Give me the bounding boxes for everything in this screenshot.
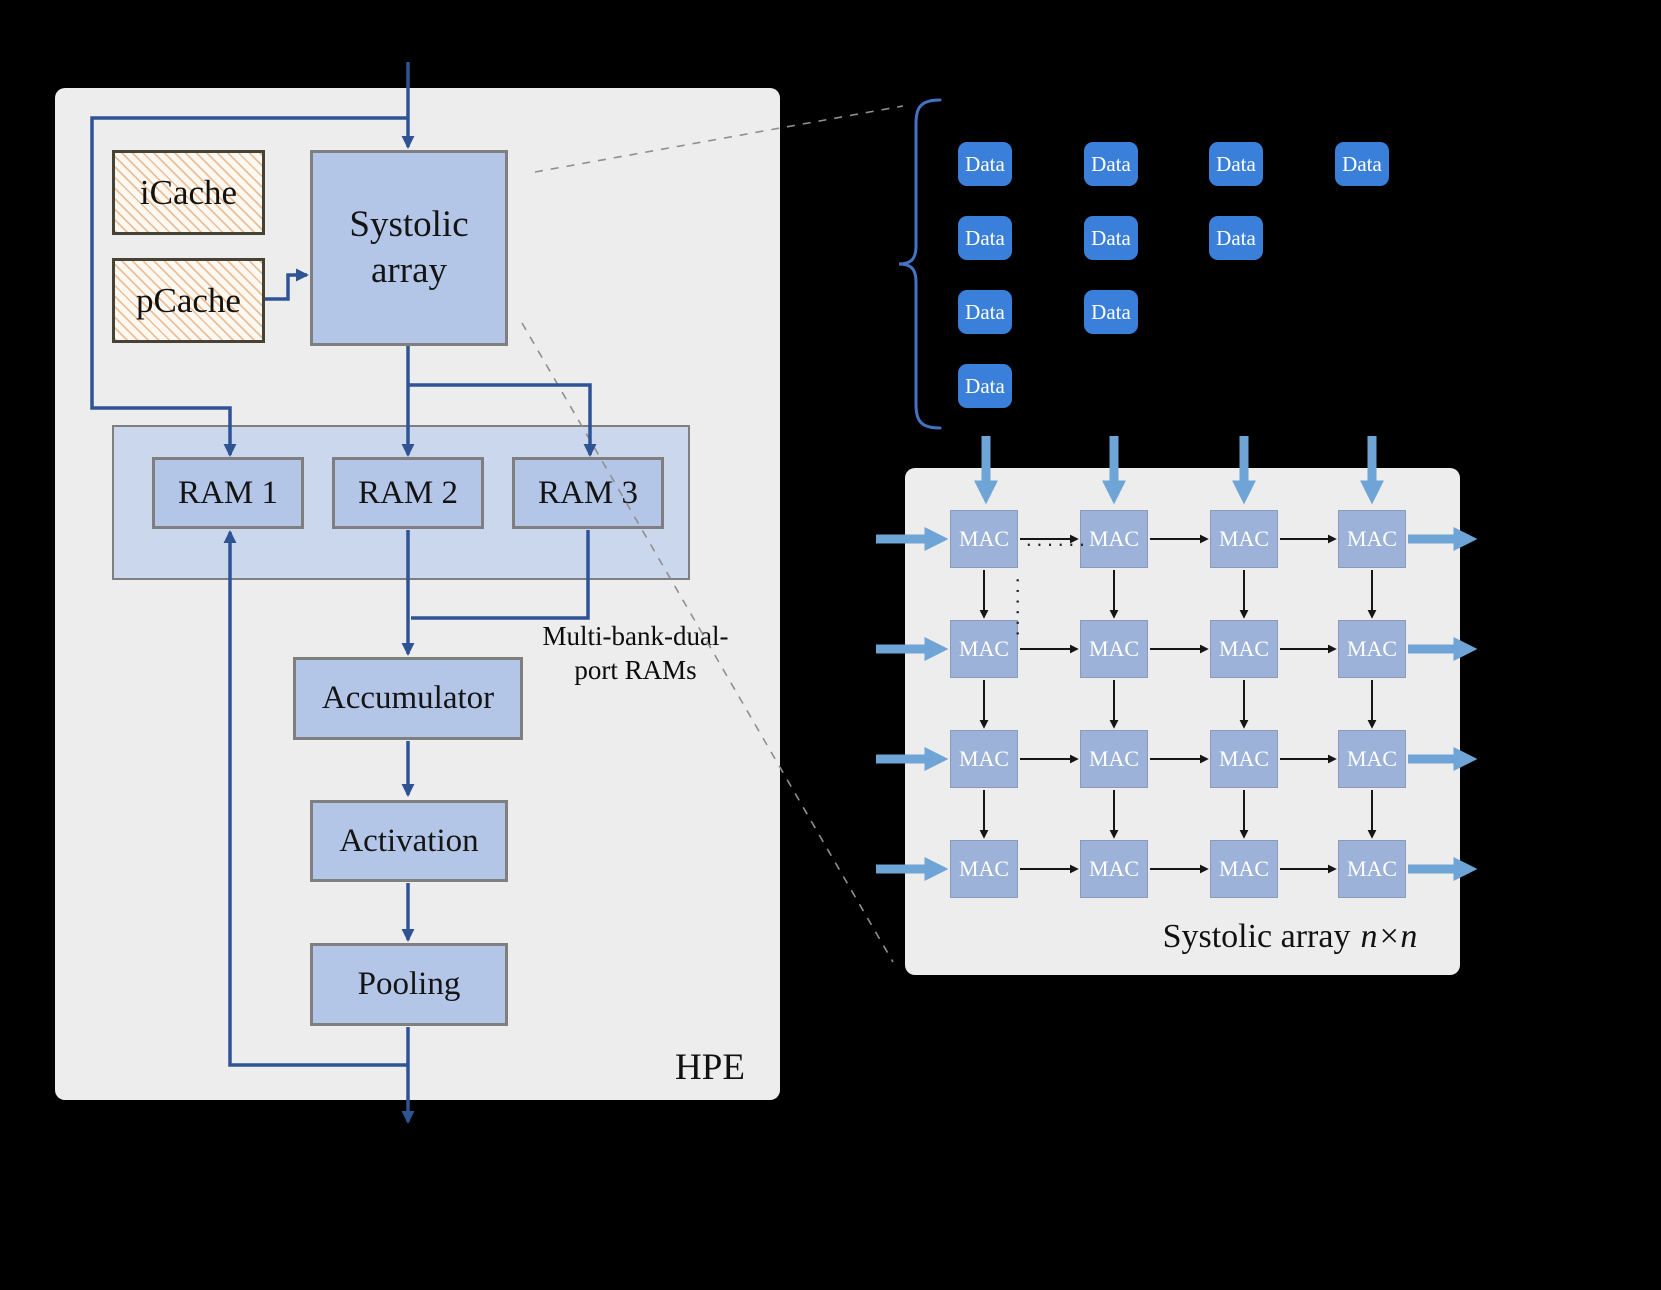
mac-unit: MAC bbox=[1210, 840, 1278, 898]
multibank-ram-note: Multi-bank-dual- port RAMs bbox=[542, 621, 729, 685]
accumulator-block: Accumulator bbox=[293, 657, 523, 740]
data-chip: Data bbox=[958, 216, 1012, 260]
mac-unit: MAC bbox=[1338, 730, 1406, 788]
mac-unit: MAC bbox=[950, 510, 1018, 568]
caption-math-nxn: n×n bbox=[1360, 918, 1418, 955]
data-chip: Data bbox=[1084, 290, 1138, 334]
data-stream-brace bbox=[898, 98, 942, 430]
mac-unit: MAC bbox=[1210, 730, 1278, 788]
mac-unit: MAC bbox=[1080, 730, 1148, 788]
data-chip: Data bbox=[958, 290, 1012, 334]
icache-block: iCache bbox=[112, 150, 265, 235]
mac-unit: MAC bbox=[1210, 620, 1278, 678]
data-chip: Data bbox=[1335, 142, 1389, 186]
data-chip: Data bbox=[1209, 216, 1263, 260]
mac-unit: MAC bbox=[1338, 620, 1406, 678]
ram3-block: RAM 3 bbox=[512, 457, 664, 529]
pcache-block: pCache bbox=[112, 258, 265, 343]
mac-unit: MAC bbox=[1338, 840, 1406, 898]
data-chip: Data bbox=[1084, 142, 1138, 186]
mac-unit: MAC bbox=[950, 840, 1018, 898]
mac-unit: MAC bbox=[1210, 510, 1278, 568]
data-chip: Data bbox=[1084, 216, 1138, 260]
continuation-dots-vertical: ...... bbox=[1012, 575, 1032, 640]
data-chip: Data bbox=[958, 142, 1012, 186]
mac-unit: MAC bbox=[1080, 840, 1148, 898]
caption-text: Systolic array bbox=[1162, 918, 1351, 955]
systolic-array-block: Systolic array bbox=[310, 150, 508, 346]
data-chip: Data bbox=[1209, 142, 1263, 186]
data-chip: Data bbox=[958, 364, 1012, 408]
ram2-block: RAM 2 bbox=[332, 457, 484, 529]
mac-unit: MAC bbox=[950, 730, 1018, 788]
continuation-dots-horizontal: ...... bbox=[1024, 531, 1088, 550]
mac-unit: MAC bbox=[1080, 510, 1148, 568]
ram1-block: RAM 1 bbox=[152, 457, 304, 529]
activation-block: Activation bbox=[310, 800, 508, 882]
mac-unit: MAC bbox=[1080, 620, 1148, 678]
hpe-panel-label: HPE bbox=[675, 1047, 745, 1088]
mac-unit: MAC bbox=[950, 620, 1018, 678]
mac-unit: MAC bbox=[1338, 510, 1406, 568]
pooling-block: Pooling bbox=[310, 943, 508, 1026]
